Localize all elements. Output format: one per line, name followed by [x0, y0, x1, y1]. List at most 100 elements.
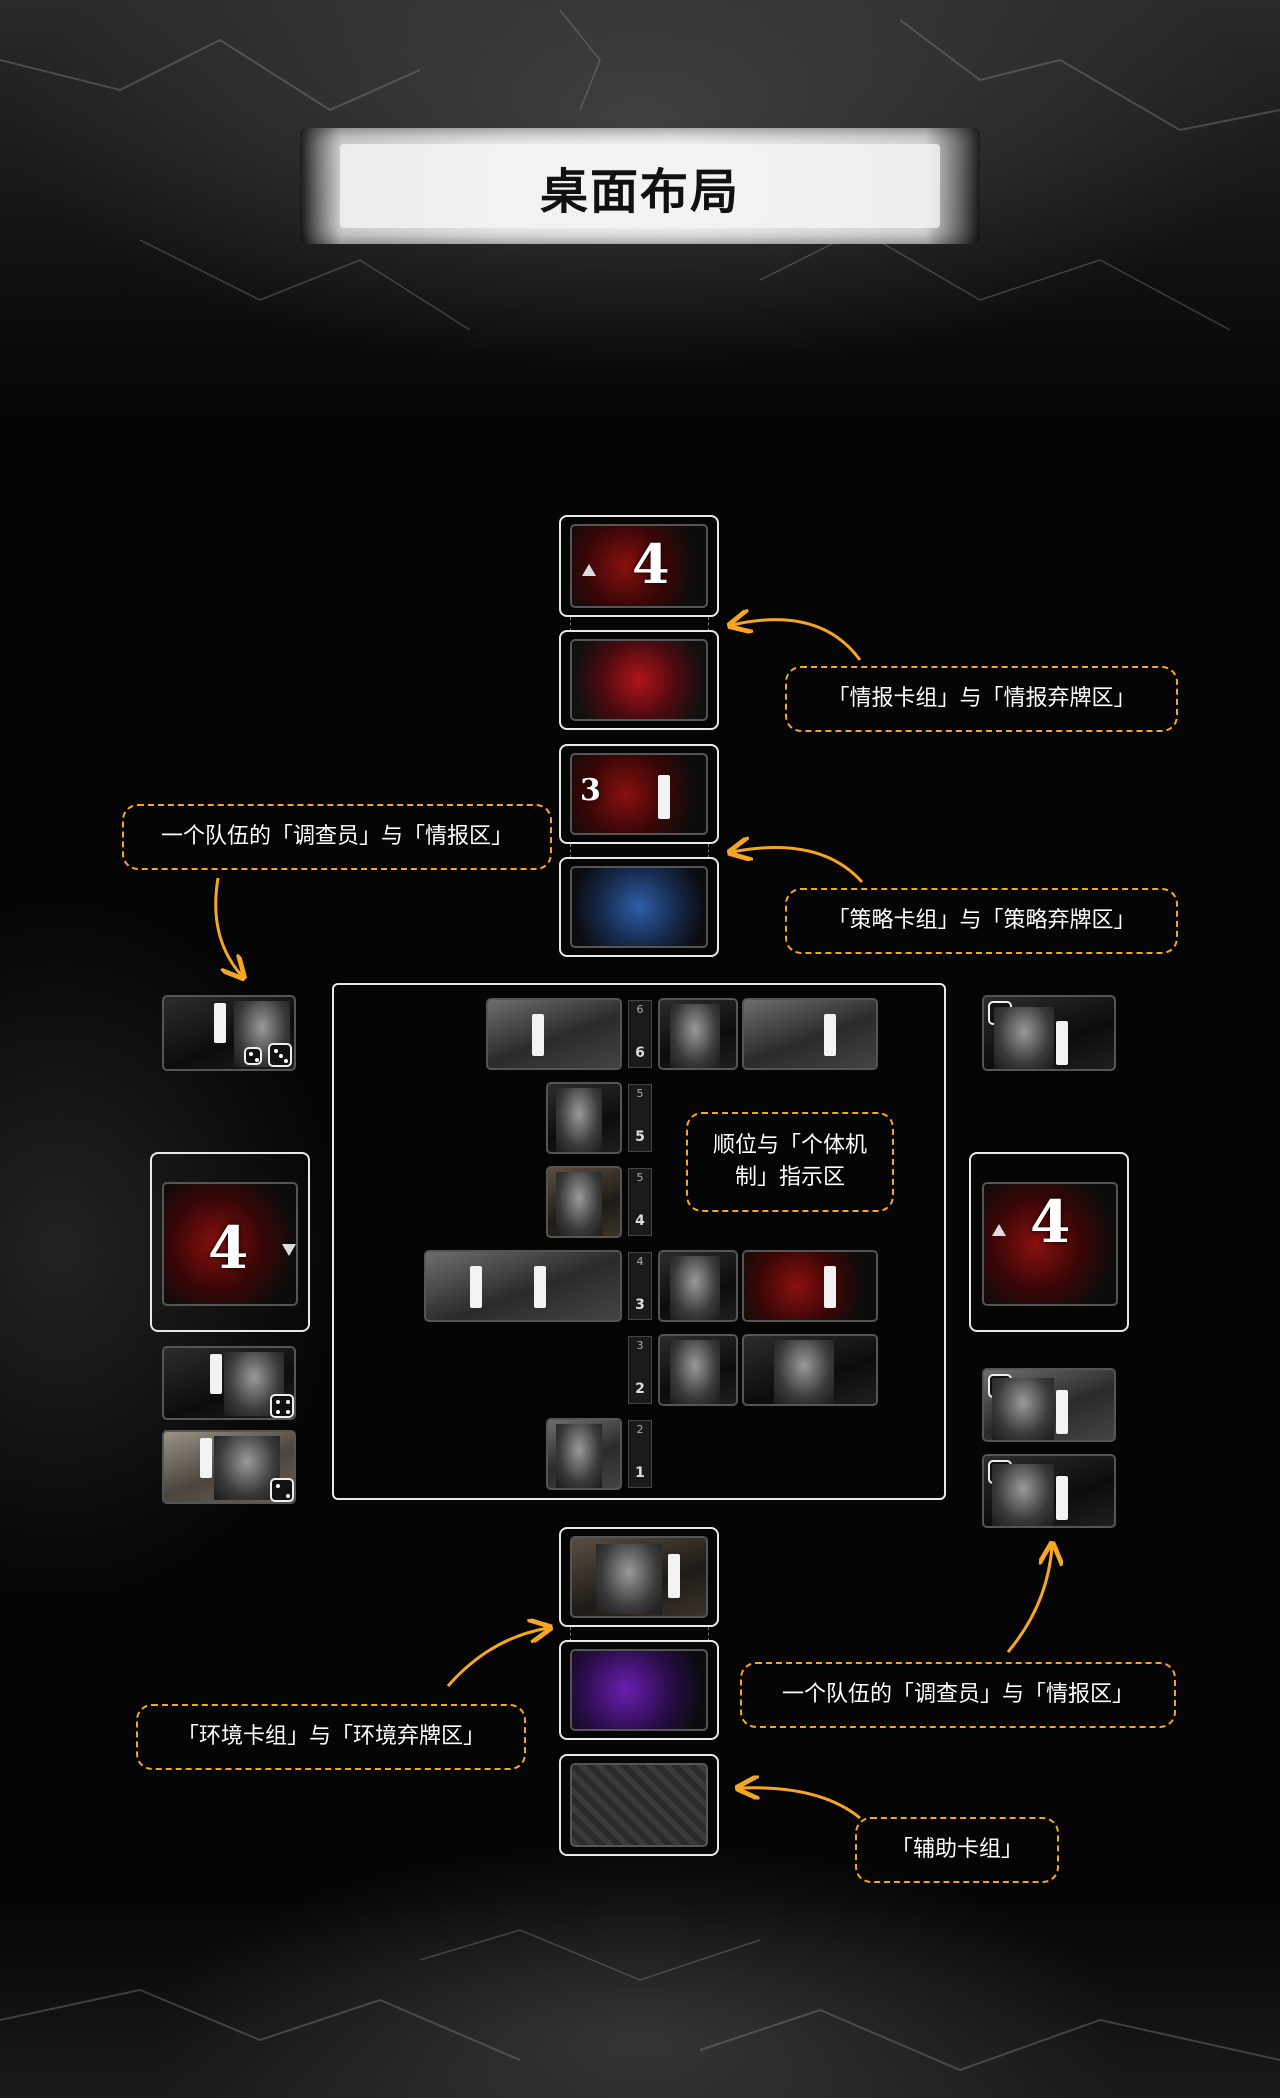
right-stack-number: 4 [1030, 1188, 1071, 1256]
environment-deck-slot [559, 1527, 719, 1627]
area-card-row6-mid [658, 998, 738, 1070]
investigator-portrait [992, 1378, 1054, 1440]
area-card-row2-right [742, 1334, 878, 1406]
callout-team-left: 一个队伍的「调查员」与「情报区」 [122, 804, 552, 870]
investigator-portrait [556, 1088, 602, 1152]
investigator-portrait [670, 1004, 720, 1068]
title-banner: 桌面布局 [300, 128, 980, 244]
area-card-row5 [546, 1082, 622, 1154]
investigator-portrait [994, 1007, 1054, 1069]
arrow-auxiliary [740, 1788, 861, 1820]
callout-strategy: 「策略卡组」与「策略弃牌区」 [785, 888, 1178, 954]
auxiliary-deck-card [570, 1763, 708, 1847]
stone-cracks-bottom [0, 1929, 1280, 2072]
sequence-big-number: 6 [635, 1045, 645, 1061]
dice-icon [270, 1478, 294, 1502]
left-stack-number: 4 [208, 1214, 249, 1282]
strategy-deck-card: 3 [570, 753, 708, 835]
arrow-environment [446, 1628, 548, 1687]
card-label-strip [210, 1354, 222, 1394]
intel-discard-slot [559, 630, 719, 730]
card-label-strip [824, 1014, 836, 1056]
connector-line [708, 1627, 709, 1641]
card-label-strip [1056, 1021, 1068, 1065]
strategy-card-number: 3 [580, 773, 601, 808]
callout-team-right: 一个队伍的「调查员」与「情报区」 [740, 1662, 1176, 1728]
area-card-row4 [546, 1166, 622, 1238]
investigator-portrait [774, 1340, 834, 1404]
connector-line [570, 617, 571, 631]
investigator-portrait [214, 1436, 280, 1500]
page-title: 桌面布局 [539, 164, 740, 220]
sequence-small-number: 2 [636, 1423, 644, 1436]
card-label-strip [200, 1438, 212, 1478]
sequence-cell: 5 5 [628, 1084, 652, 1152]
area-card-row1 [546, 1418, 622, 1490]
investigator-portrait [556, 1424, 602, 1488]
area-card-row6-left [486, 998, 622, 1070]
connector-line [708, 844, 709, 858]
right-team-investigator-card [982, 1454, 1116, 1528]
investigator-portrait [670, 1340, 720, 1404]
dice-icon [268, 1043, 292, 1067]
card-label-strip [214, 1003, 226, 1043]
sequence-cell: 2 1 [628, 1420, 652, 1488]
card-label-strip [824, 1266, 836, 1308]
title-paper-inner [340, 144, 940, 228]
strategy-discard-card [570, 866, 708, 948]
connector-line [570, 1627, 571, 1641]
right-stack-slot [969, 1152, 1129, 1332]
sequence-cell: 5 4 [628, 1168, 652, 1236]
investigator-portrait [670, 1256, 720, 1320]
sequence-cell: 6 6 [628, 1000, 652, 1068]
investigator-portrait [556, 1172, 602, 1236]
triangle-icon [582, 564, 596, 576]
card-label-strip [532, 1014, 544, 1056]
strategy-deck-slot [559, 744, 719, 844]
stone-cracks-top [0, 9, 1280, 331]
connector-line [708, 617, 709, 631]
order-mechanic-area [332, 983, 946, 1500]
sequence-cell: 3 2 [628, 1336, 652, 1404]
investigator-portrait [992, 1464, 1054, 1526]
intel-deck-slot [559, 515, 719, 617]
left-team-investigator-card [162, 1430, 296, 1504]
arrow-intel [732, 620, 862, 661]
strategy-discard-slot [559, 857, 719, 957]
sequence-big-number: 5 [635, 1129, 645, 1145]
sequence-big-number: 4 [635, 1213, 645, 1229]
sequence-small-number: 3 [636, 1339, 644, 1352]
right-team-investigator-card [982, 995, 1116, 1071]
connector-line [570, 844, 571, 858]
card-label-strip [1056, 1390, 1068, 1434]
arrow-strategy [732, 847, 864, 884]
area-card-row3-left [424, 1250, 622, 1322]
sequence-small-number: 5 [636, 1171, 644, 1184]
card-label-strip [1056, 1476, 1068, 1520]
card-label-strip [658, 775, 670, 819]
sequence-big-number: 3 [635, 1297, 645, 1313]
triangle-icon [992, 1224, 1006, 1236]
left-stack-card: 4 [162, 1182, 298, 1306]
dice-icon [244, 1047, 262, 1065]
intel-deck-number: 4 [632, 532, 670, 596]
arrow-team-left [214, 877, 242, 976]
callout-intel: 「情报卡组」与「情报弃牌区」 [785, 666, 1178, 732]
card-label-strip [534, 1266, 546, 1308]
right-team-investigator-card [982, 1368, 1116, 1442]
area-card-row3-mid [658, 1250, 738, 1322]
area-card-row6-right [742, 998, 878, 1070]
left-team-investigator-card [162, 995, 296, 1071]
left-team-investigator-card [162, 1346, 296, 1420]
sequence-small-number: 5 [636, 1087, 644, 1100]
area-card-row3-right [742, 1250, 878, 1322]
environment-discard-slot [559, 1640, 719, 1740]
callout-auxiliary: 「辅助卡组」 [855, 1817, 1059, 1883]
callout-environment: 「环境卡组」与「环境弃牌区」 [136, 1704, 526, 1770]
sequence-small-number: 6 [636, 1003, 644, 1016]
auxiliary-deck-slot [559, 1754, 719, 1856]
investigator-portrait [596, 1544, 662, 1614]
dice-icon [270, 1394, 294, 1418]
sequence-cell: 4 3 [628, 1252, 652, 1320]
sequence-big-number: 2 [635, 1381, 645, 1397]
